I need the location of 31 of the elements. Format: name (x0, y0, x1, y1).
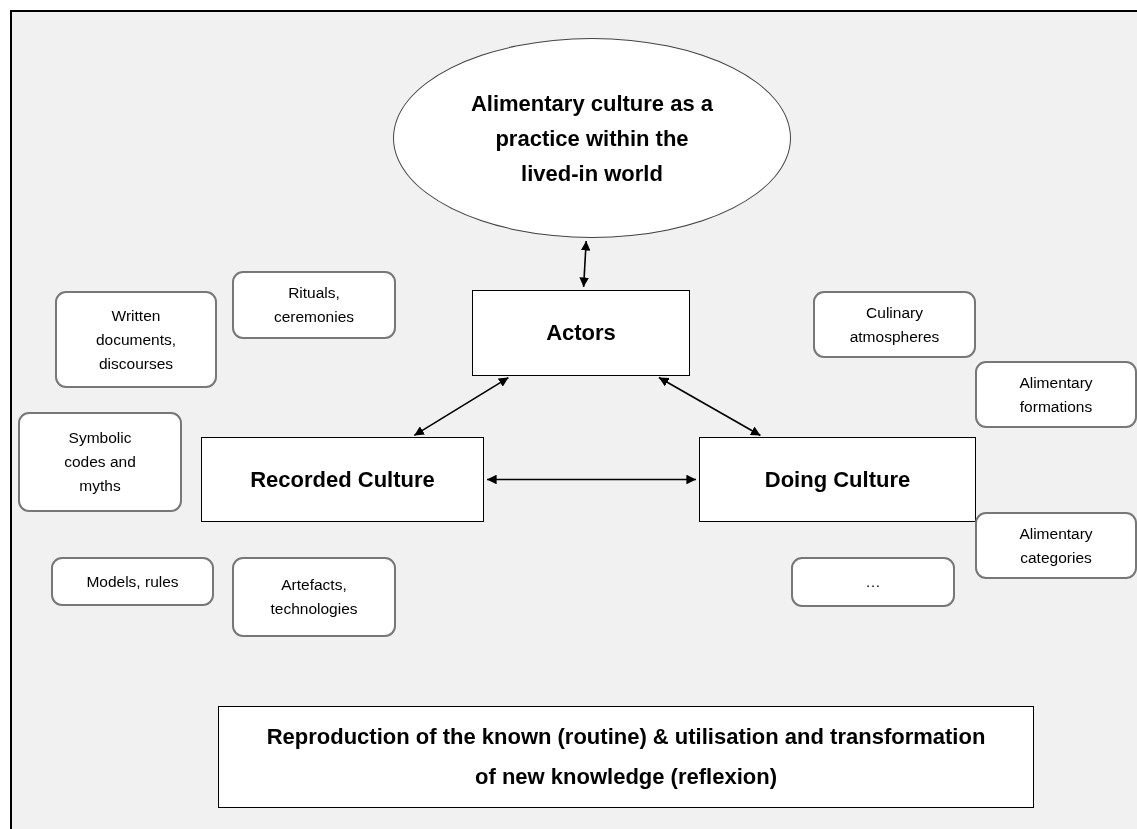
rounded-box (51, 557, 214, 606)
node-label: Artefacts, technologies (269, 575, 359, 619)
node-label: … (865, 572, 881, 592)
node-label: Models, rules (86, 571, 179, 592)
rounded-box (975, 361, 1137, 428)
rounded-box (232, 557, 396, 637)
rounded-box (232, 271, 396, 339)
node-label: Actors (546, 319, 616, 347)
double-arrow (413, 376, 510, 437)
node-label: Symbolic codes and myths (63, 428, 137, 496)
process-box (201, 437, 484, 522)
rounded-box (55, 291, 217, 388)
double-arrow (658, 376, 762, 437)
node-label: Rituals, ceremonies (272, 283, 356, 327)
double-arrow (486, 474, 697, 485)
node-label: Alimentary categories (1018, 523, 1094, 568)
rounded-box (791, 557, 955, 607)
node-label: Alimentary formations (1018, 372, 1094, 417)
rounded-box (813, 291, 976, 358)
node-label: Culinary atmospheres (848, 302, 941, 347)
process-box (218, 706, 1034, 808)
rounded-box (975, 512, 1137, 579)
node-label: Recorded Culture (250, 465, 435, 494)
node-label: Doing Culture (764, 465, 911, 494)
process-box (472, 290, 690, 376)
process-box (699, 437, 976, 522)
node-label: Reproduction of the known (routine) & utilisation and transformation of new knowledge (reflexion) (266, 723, 986, 791)
node-label: Alimentary culture as a practice within the lived-in world (469, 89, 715, 188)
rounded-box (18, 412, 182, 512)
node-label: Written documents, discourses (94, 305, 178, 374)
double-arrow (579, 240, 591, 288)
